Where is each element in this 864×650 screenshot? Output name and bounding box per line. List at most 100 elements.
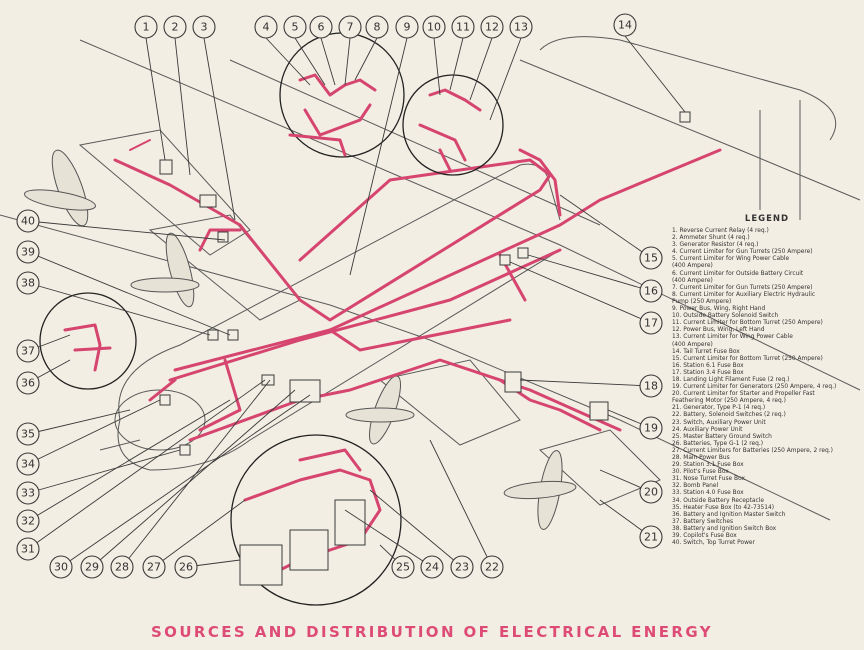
legend-item: 15. Current Limiter for Bottom Turret (2… — [672, 355, 823, 362]
callout-32: 32 — [16, 509, 40, 533]
legend-item: 35. Heater Fuse Box (to 42-73514) — [672, 504, 775, 511]
callout-20: 20 — [639, 480, 663, 504]
callout-1: 1 — [134, 15, 158, 39]
legend-item: 17. Station 3.4 Fuse Box — [672, 369, 744, 376]
callout-9: 9 — [395, 15, 419, 39]
callout-label: 4 — [263, 21, 270, 34]
callout-14: 14 — [613, 13, 637, 37]
callout-label: 27 — [147, 561, 161, 574]
wiring — [113, 139, 722, 442]
callout-3: 3 — [192, 15, 216, 39]
callout-label: 39 — [21, 246, 35, 259]
legend-item: 25. Master Battery Ground Switch — [672, 433, 772, 440]
callout-label: 3 — [201, 21, 208, 34]
callout-label: 36 — [21, 377, 35, 390]
legend-item: 1. Reverse Current Relay (4 req.) — [672, 228, 769, 234]
detail-circle-left — [39, 292, 137, 390]
callout-6: 6 — [309, 15, 333, 39]
callout-label: 29 — [85, 561, 99, 574]
callout-label: 23 — [455, 561, 469, 574]
legend-item: 13. Current Limiter for Wing Power Cable — [672, 334, 793, 341]
callout-label: 14 — [618, 19, 632, 32]
legend-item: 20. Current Limiter for Starter and Prop… — [672, 391, 815, 398]
legend-item: 21. Generator, Type P-1 (4 req.) — [672, 405, 766, 412]
legend-item: 10. Outside Battery Solenoid Switch — [672, 313, 779, 320]
callout-38: 38 — [16, 271, 40, 295]
callout-label: 9 — [404, 21, 411, 34]
callout-21: 21 — [639, 525, 663, 549]
legend: LEGEND 1. Reverse Current Relay (4 req.)… — [672, 214, 862, 547]
callout-label: 11 — [456, 21, 470, 34]
detail-circle-battery — [230, 434, 402, 606]
callout-28: 28 — [110, 555, 134, 579]
legend-item: 27. Current Limiters for Batteries (250 … — [672, 447, 833, 454]
legend-item: 37. Battery Switches — [672, 518, 734, 525]
callout-label: 1 — [143, 21, 150, 34]
legend-item: 19. Current Limiter for Generators (250 … — [672, 384, 837, 391]
callout-29: 29 — [80, 555, 104, 579]
callout-18: 18 — [639, 374, 663, 398]
callout-22: 22 — [480, 555, 504, 579]
callout-label: 31 — [21, 543, 35, 556]
legend-item: 32. Bomb Panel — [672, 483, 719, 490]
propellers — [24, 149, 577, 530]
callout-label: 5 — [292, 21, 299, 34]
callout-12: 12 — [480, 15, 504, 39]
callout-24: 24 — [420, 555, 444, 579]
detail-circle-top-right — [402, 74, 504, 176]
legend-item: 11. Current Limiter for Bottom Turret (2… — [672, 320, 823, 327]
callout-30: 30 — [49, 555, 73, 579]
legend-item: 14. Tail Turret Fuse Box — [672, 348, 740, 355]
callout-5: 5 — [283, 15, 307, 39]
legend-list: 1. Reverse Current Relay (4 req.)2. Amme… — [672, 228, 862, 547]
legend-item: 16. Station 6.1 Fuse Box — [672, 362, 744, 369]
callout-label: 6 — [318, 21, 325, 34]
callout-13: 13 — [509, 15, 533, 39]
legend-item: 31. Nose Turret Fuse Box — [672, 476, 745, 483]
page-title: SOURCES AND DISTRIBUTION OF ELECTRICAL E… — [150, 623, 714, 641]
callout-label: 30 — [54, 561, 68, 574]
callout-label: 15 — [644, 252, 658, 265]
detail-circle-top-center — [279, 32, 405, 158]
legend-item: (400 Ampere) — [672, 263, 713, 270]
legend-item: 38. Battery and Ignition Switch Box — [672, 525, 777, 532]
callout-label: 12 — [485, 21, 499, 34]
callout-17: 17 — [639, 311, 663, 335]
callout-4: 4 — [254, 15, 278, 39]
legend-item: 34. Outside Battery Receptacle — [672, 497, 765, 504]
callout-10: 10 — [422, 15, 446, 39]
callout-16: 16 — [639, 279, 663, 303]
callout-27: 27 — [142, 555, 166, 579]
callout-19: 19 — [639, 416, 663, 440]
callout-label: 35 — [21, 428, 35, 441]
callout-label: 17 — [644, 317, 658, 330]
legend-item: 22. Battery, Solenoid Switches (2 req.) — [672, 412, 786, 419]
legend-item: 23. Switch, Auxiliary Power Unit — [672, 419, 766, 426]
legend-item: Pump (250 Ampere) — [672, 298, 732, 305]
legend-item: 28. Main Power Bus — [672, 455, 730, 461]
callout-label: 21 — [644, 531, 658, 544]
legend-item: 40. Switch, Top Turret Power — [672, 540, 755, 547]
callout-15: 15 — [639, 246, 663, 270]
legend-item: 39. Copilot's Fuse Box — [672, 533, 737, 540]
callout-label: 2 — [172, 21, 179, 34]
legend-item: 8. Current Limiter for Auxiliary Electri… — [672, 291, 816, 298]
callout-label: 13 — [514, 21, 528, 34]
legend-item: 29. Station 3.1 Fuse Box — [672, 462, 744, 469]
legend-item: 36. Battery and Ignition Master Switch — [672, 511, 786, 518]
legend-item: 6. Current Limiter for Outside Battery C… — [672, 270, 804, 277]
leader-lines — [27, 35, 686, 568]
callout-34: 34 — [16, 452, 40, 476]
legend-item: 3. Generator Resistor (4 req.) — [672, 242, 759, 249]
legend-item: (400 Ampere) — [672, 277, 713, 284]
callout-label: 28 — [115, 561, 129, 574]
legend-item: Feathering Motor (250 Ampere, 4 req.) — [672, 398, 786, 405]
callout-33: 33 — [16, 481, 40, 505]
callout-label: 37 — [21, 345, 35, 358]
callout-label: 25 — [396, 561, 410, 574]
callout-35: 35 — [16, 422, 40, 446]
legend-item: 30. Pilot's Fuse Box — [672, 469, 729, 476]
callouts: 1 2 3 4 5 6 7 8 9 10 11 12 13 14 15 16 1… — [16, 13, 663, 579]
callout-label: 8 — [374, 21, 381, 34]
